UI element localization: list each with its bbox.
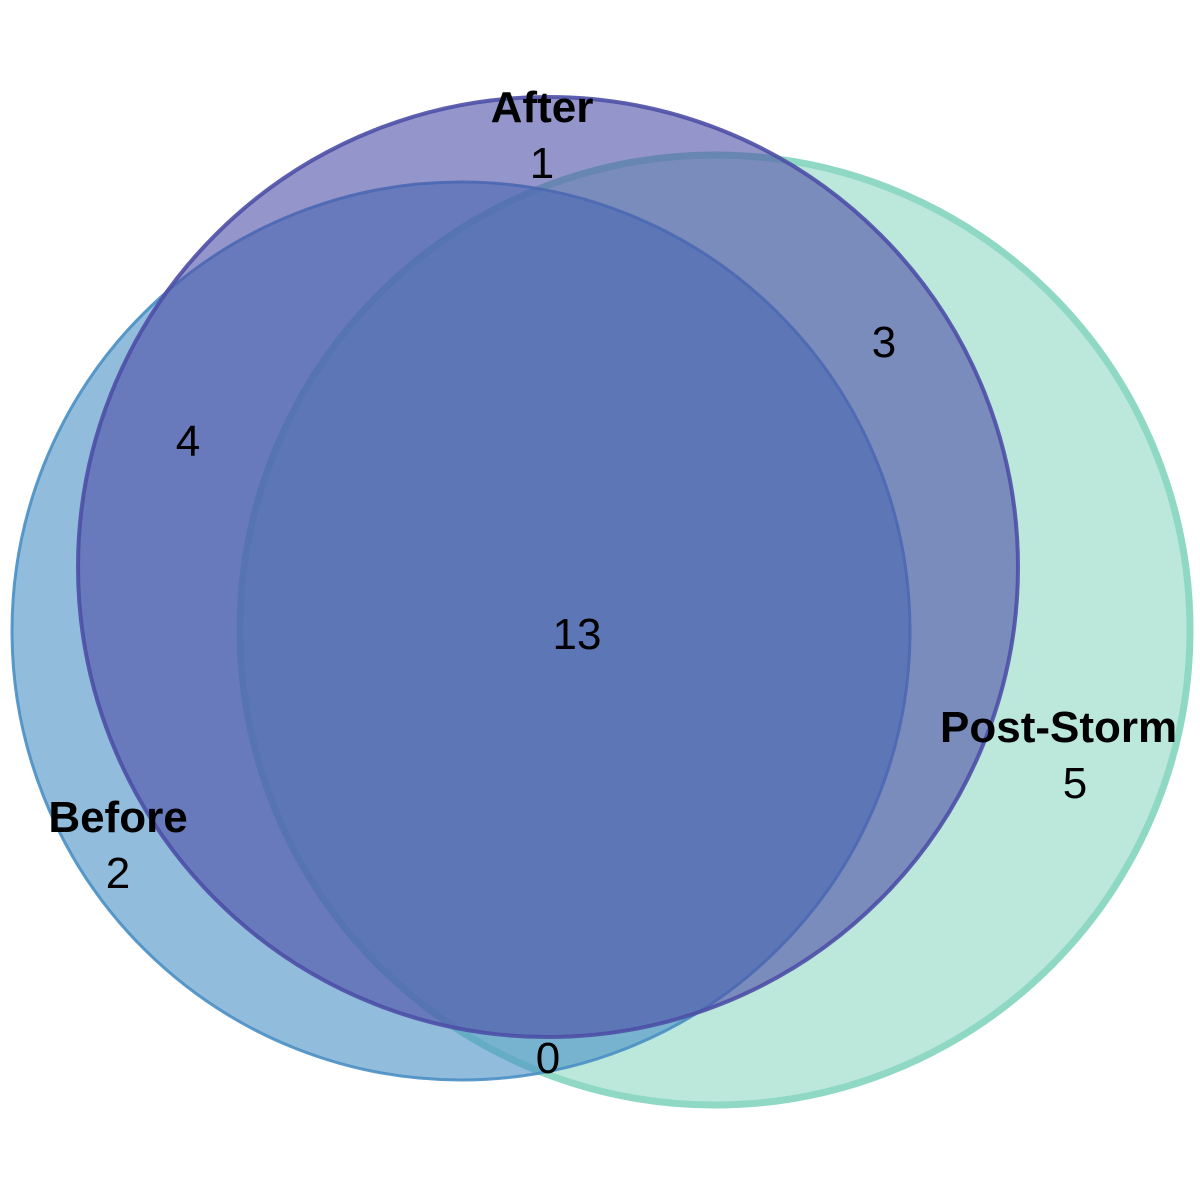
count-before-post-storm: 0	[536, 1034, 560, 1083]
count-after-before: 4	[176, 417, 200, 466]
count-after-post-storm: 3	[872, 318, 896, 367]
set-label-post-storm: Post-Storm	[940, 703, 1177, 752]
count-all-three: 13	[553, 610, 602, 659]
set-label-before: Before	[48, 793, 187, 842]
count-post-storm-only: 5	[1063, 759, 1087, 808]
set-circle-after	[76, 95, 1020, 1039]
count-after-only: 1	[530, 139, 554, 188]
set-label-after: After	[491, 83, 594, 132]
count-before-only: 2	[106, 849, 130, 898]
